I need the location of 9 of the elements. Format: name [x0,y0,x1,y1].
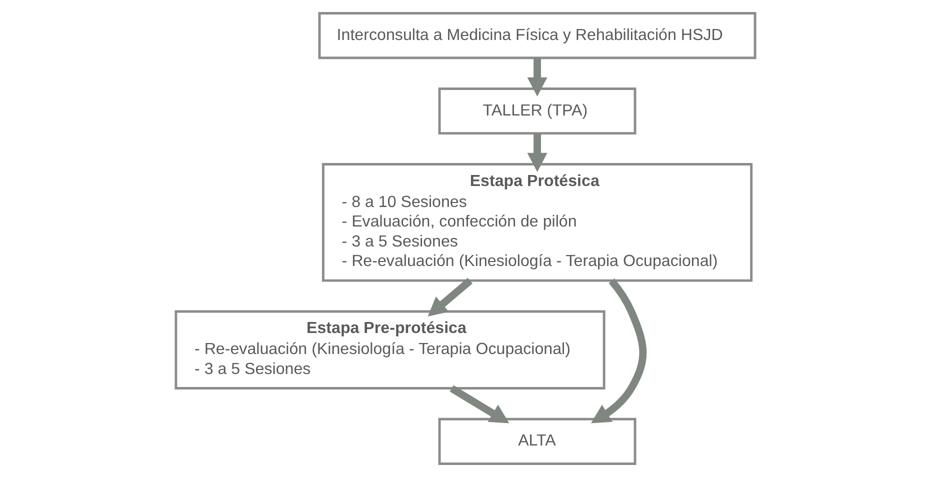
node-box: Estapa Protésica - 8 a 10 Sesiones - Evaluación, confección de pilón - 3 a 5 Sesiones - Re-evaluación (Kinesiología - Terapia Ocupacional) [321,163,752,282]
arrow [526,58,547,96]
node-box: Estapa Pre-protésica - Re-evaluación (Kinesiología - Terapia Ocupacional) - 3 a 5 Sesiones [174,310,605,390]
node-box: Interconsulta a Medicina Física y Rehabilitación HSJD [318,12,756,60]
arrow [449,385,509,424]
arrow [427,278,472,317]
node-box: ALTA [438,418,636,465]
node-box: TALLER (TPA) [438,88,636,135]
arrow [526,134,547,172]
